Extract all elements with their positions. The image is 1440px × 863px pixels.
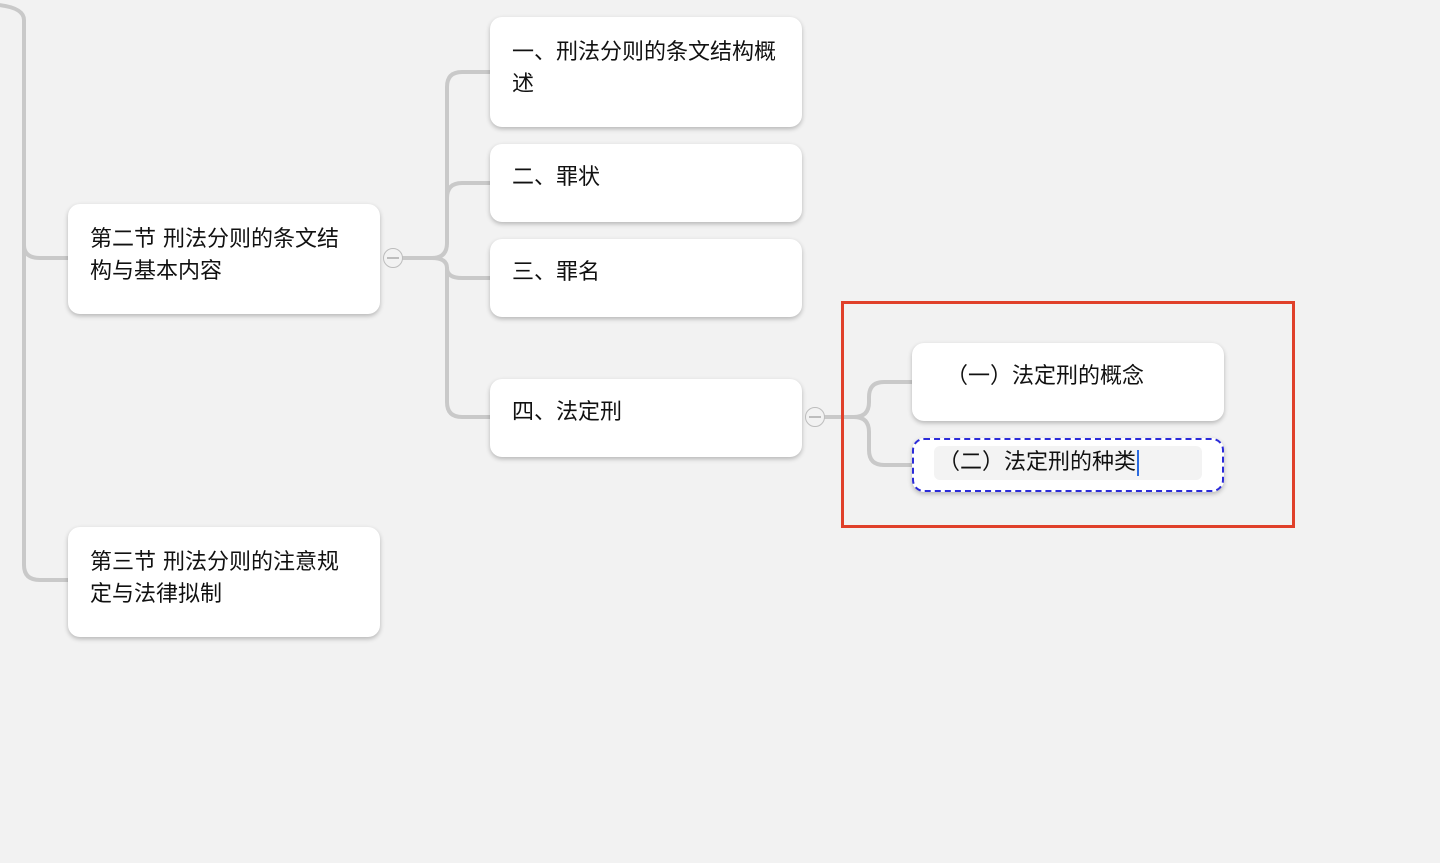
topic-node-label: 一、刑法分则的条文结构概述 — [512, 40, 777, 97]
section-node-3[interactable]: 第三节 刑法分则的注意规定与法律拟制 — [68, 527, 380, 637]
topic-node-label: 四、法定刑 — [512, 400, 623, 425]
section-node-label: 第三节 刑法分则的注意规定与法律拟制 — [90, 550, 339, 607]
topic-node-3[interactable]: 三、罪名 — [490, 239, 802, 317]
section-node-2[interactable]: 第二节 刑法分则的条文结构与基本内容 — [68, 204, 380, 314]
section-node-label: 第二节 刑法分则的条文结构与基本内容 — [90, 227, 339, 284]
topic-node-4[interactable]: 四、法定刑 — [490, 379, 802, 457]
annotation-highlight-box — [841, 301, 1295, 528]
node-text-editor[interactable]: （二）法定刑的种类 — [934, 446, 1202, 480]
subtopic-node-label: （一）法定刑的概念 — [946, 364, 1145, 389]
topic-node-label: 二、罪状 — [512, 165, 601, 190]
topic-node-1[interactable]: 一、刑法分则的条文结构概述 — [490, 17, 802, 127]
topic-node-label: 三、罪名 — [512, 260, 601, 285]
subtopic-node-label: （二）法定刑的种类 — [938, 450, 1137, 475]
collapse-toggle-section-2[interactable] — [383, 248, 403, 268]
subtopic-node-1[interactable]: （一）法定刑的概念 — [912, 343, 1224, 421]
collapse-toggle-topic-4[interactable] — [805, 407, 825, 427]
subtopic-node-2-editing[interactable]: （二）法定刑的种类 — [912, 438, 1224, 492]
topic-node-2[interactable]: 二、罪状 — [490, 144, 802, 222]
text-cursor — [1137, 450, 1140, 476]
